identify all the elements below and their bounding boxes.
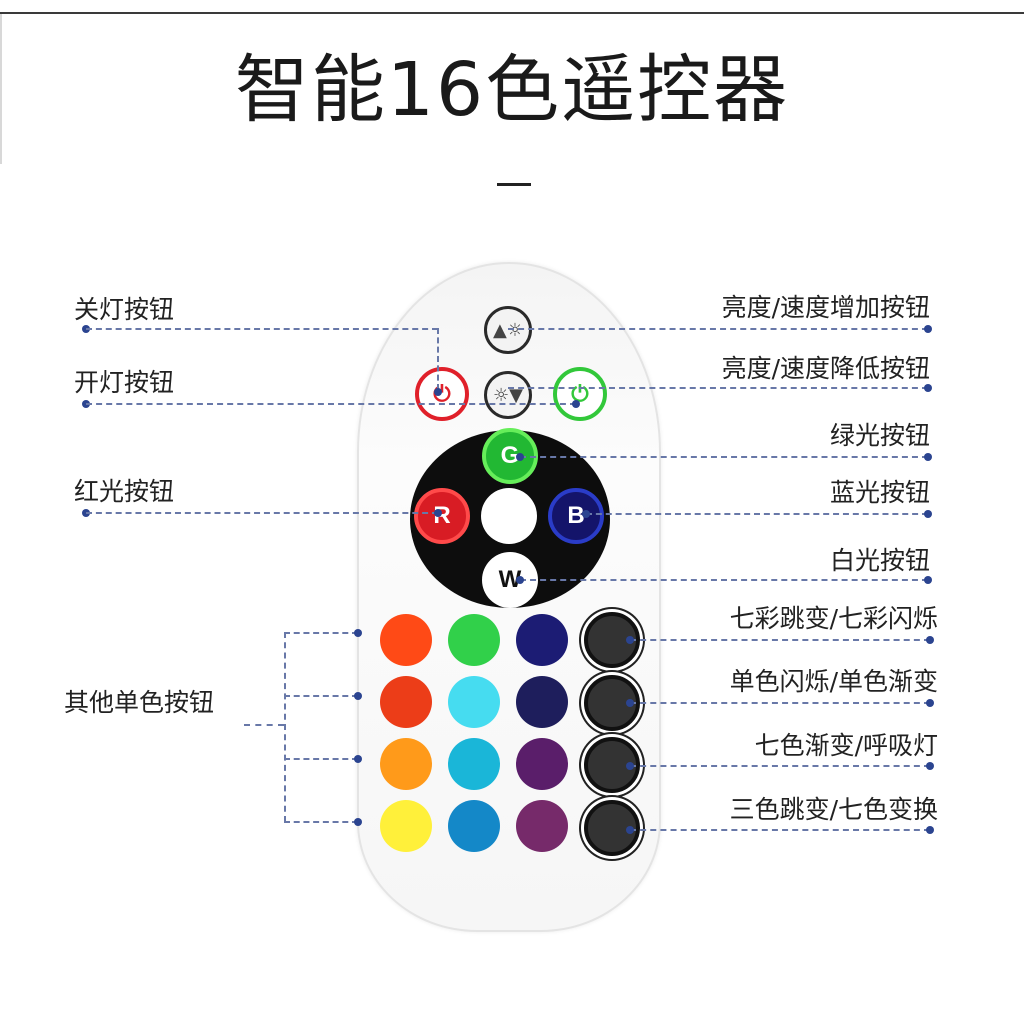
leader-dot — [926, 699, 934, 707]
leader-line — [508, 328, 928, 330]
center-white — [481, 488, 537, 544]
brightness-down-button[interactable]: ☼▼ — [484, 371, 532, 419]
leader-dot — [924, 576, 932, 584]
leader-line — [437, 328, 439, 390]
color-button[interactable] — [516, 614, 568, 666]
leader-dot — [434, 509, 442, 517]
label-bright-up: 亮度/速度增加按钮 — [721, 293, 930, 322]
leader-dot — [924, 510, 932, 518]
red-button[interactable]: R — [414, 488, 470, 544]
color-button[interactable] — [380, 614, 432, 666]
leader-line — [520, 456, 928, 458]
blue-button[interactable]: B — [548, 488, 604, 544]
label-mode4: 三色跳变/七色变换 — [729, 795, 938, 824]
leader-dot — [516, 576, 524, 584]
left-edge — [0, 14, 2, 164]
leader-dot — [582, 510, 590, 518]
leader-dot — [924, 384, 932, 392]
leader-dot — [926, 636, 934, 644]
leader-line — [86, 403, 576, 405]
leader-dot — [926, 762, 934, 770]
leader-line — [508, 387, 928, 389]
label-off: 关灯按钮 — [74, 295, 175, 324]
color-button[interactable] — [516, 738, 568, 790]
leader-dot — [354, 755, 362, 763]
leader-dot — [926, 826, 934, 834]
color-button[interactable] — [448, 676, 500, 728]
leader-line — [630, 702, 930, 704]
label-mode3: 七色渐变/呼吸灯 — [754, 731, 938, 760]
color-button[interactable] — [448, 800, 500, 852]
leader-line — [86, 512, 438, 514]
color-button[interactable] — [516, 676, 568, 728]
color-button[interactable] — [516, 800, 568, 852]
leader-line — [586, 513, 928, 515]
leader-line — [520, 579, 928, 581]
label-on: 开灯按钮 — [74, 368, 175, 397]
sun-up-icon: ▲☼ — [493, 319, 523, 341]
leader-line — [284, 695, 358, 697]
bracket-line — [244, 724, 284, 726]
label-mode1: 七彩跳变/七彩闪烁 — [729, 604, 938, 633]
label-white: 白光按钮 — [829, 546, 930, 575]
off-button[interactable]: ⏻ — [415, 367, 469, 421]
title-underline — [497, 183, 531, 186]
leader-line — [284, 821, 358, 823]
leader-dot — [626, 762, 634, 770]
brightness-up-button[interactable]: ▲☼ — [484, 306, 532, 354]
on-button[interactable]: ⏻ — [553, 367, 607, 421]
leader-dot — [354, 818, 362, 826]
leader-dot — [626, 636, 634, 644]
leader-dot — [626, 826, 634, 834]
label-mode2: 单色闪烁/单色渐变 — [729, 667, 938, 696]
color-button[interactable] — [448, 738, 500, 790]
leader-dot — [924, 453, 932, 461]
white-button[interactable]: W — [482, 552, 538, 608]
leader-dot — [924, 325, 932, 333]
leader-dot — [626, 699, 634, 707]
label-red: 红光按钮 — [74, 477, 175, 506]
leader-line — [630, 765, 930, 767]
color-button[interactable] — [380, 738, 432, 790]
leader-line — [630, 639, 930, 641]
label-others: 其他单色按钮 — [64, 688, 215, 717]
leader-line — [86, 328, 438, 330]
bracket-line — [284, 632, 286, 822]
top-border — [0, 12, 1024, 14]
color-button[interactable] — [380, 676, 432, 728]
label-bright-down: 亮度/速度降低按钮 — [721, 354, 930, 383]
sun-down-icon: ☼▼ — [493, 384, 523, 406]
label-green: 绿光按钮 — [829, 421, 930, 450]
leader-line — [630, 829, 930, 831]
leader-dot — [434, 388, 442, 396]
leader-line — [284, 632, 358, 634]
label-blue: 蓝光按钮 — [829, 478, 930, 507]
leader-dot — [572, 400, 580, 408]
leader-dot — [516, 453, 524, 461]
color-button[interactable] — [448, 614, 500, 666]
leader-dot — [354, 692, 362, 700]
color-button[interactable] — [380, 800, 432, 852]
leader-line — [284, 758, 358, 760]
page-title: 智能16色遥控器 — [234, 47, 790, 133]
leader-dot — [354, 629, 362, 637]
